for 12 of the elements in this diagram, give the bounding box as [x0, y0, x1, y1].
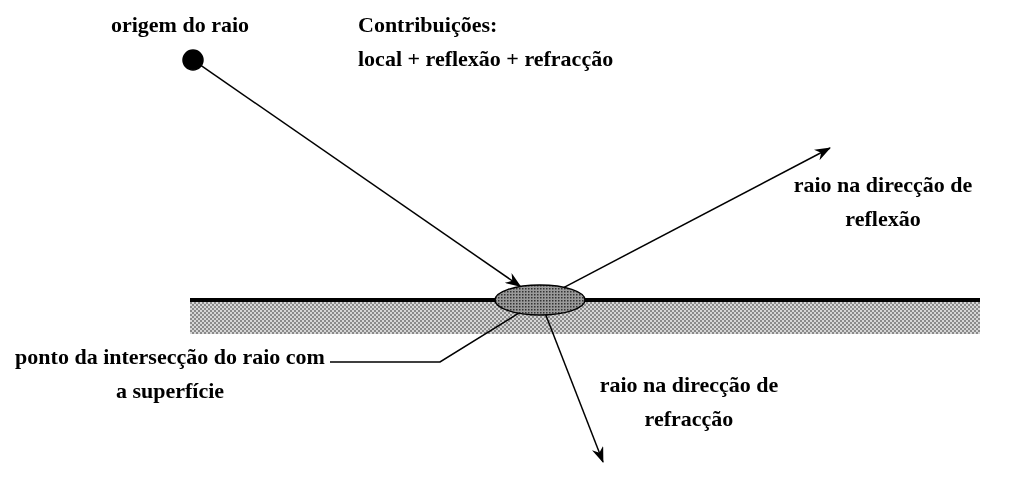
callout-text: ponto da intersecção do raio com a superfície: [14, 343, 326, 405]
ray-arrow: [200, 64, 522, 288]
node-caption: origem do raio: [109, 11, 251, 39]
ray-label: raio na direcção de refracção: [598, 371, 780, 433]
leader-line: [329, 312, 520, 363]
note-text: local + reflexão + refracção: [358, 45, 615, 73]
ray-arrow: [563, 147, 831, 289]
ray-origin-dot: [182, 49, 204, 71]
ray-label: raio na direcção de reflexão: [792, 171, 974, 233]
ray-arrow: [545, 314, 604, 463]
intersection-ellipse: [494, 284, 586, 316]
note-text: Contribuições:: [358, 11, 499, 39]
